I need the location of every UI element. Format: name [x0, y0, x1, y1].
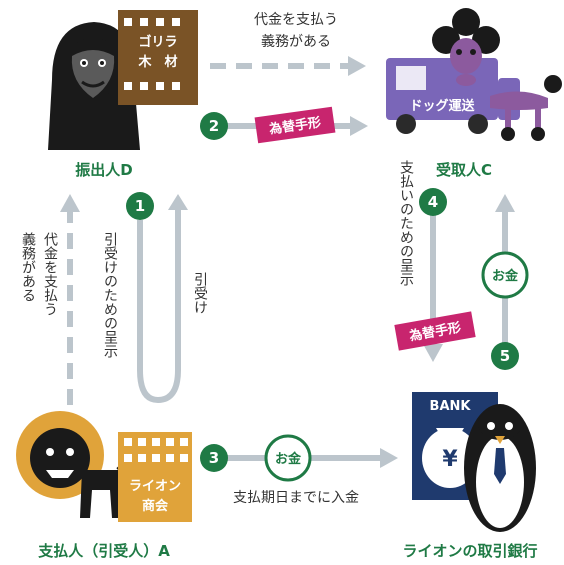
obligation-note-left-line1: 代金を支払う [42, 232, 58, 316]
payer-label: 支払人（引受人）A [37, 542, 170, 560]
step-badge-4: 4 [419, 188, 447, 216]
lion-company-building: ライオン 商会 [118, 432, 192, 522]
obligation-arrow-left [60, 194, 80, 405]
poodle-illustration [432, 8, 562, 141]
step-badge-2: 2 [200, 112, 228, 140]
step-badge-5: 5 [491, 342, 519, 370]
svg-text:1: 1 [135, 197, 145, 215]
svg-text:4: 4 [428, 193, 438, 211]
step-badge-1: 1 [126, 192, 154, 220]
bill-tag-top-text: 為替手形 [268, 114, 322, 137]
presentation-payment-note: 支払いのための呈示 [398, 160, 414, 286]
gorilla-building-line1: ゴリラ [138, 34, 177, 50]
svg-text:2: 2 [209, 117, 219, 135]
dog-transport-truck: ドッグ運送 [386, 58, 520, 134]
lumber-company-building: ゴリラ 木 材 [118, 10, 198, 105]
gorilla-illustration [48, 22, 140, 150]
step-badge-3: 3 [200, 444, 228, 472]
presentation-acceptance-arrow [137, 194, 188, 404]
svg-text:3: 3 [209, 449, 219, 467]
drawer-label: 振出人D [75, 161, 132, 179]
obligation-note-top-line2: 義務がある [261, 33, 331, 50]
acceptance-note: 引受け [192, 272, 208, 314]
lion-illustration [16, 411, 133, 518]
bank-label: ライオンの取引銀行 [402, 542, 537, 560]
obligation-note-left-line2: 義務がある [20, 231, 36, 302]
presentation-acceptance-note: 引受けのための呈示 [102, 232, 118, 358]
lion-building-line2: 商会 [142, 498, 169, 514]
bank-sign: BANK [430, 399, 472, 414]
money-coin-bottom: お金 [264, 434, 312, 482]
gorilla-building-line2: 木 材 [137, 54, 177, 70]
obligation-arrow-top [210, 56, 366, 76]
money-coin-bottom-text: お金 [275, 451, 302, 467]
bill-tag-right: 為替手形 [394, 311, 476, 351]
obligation-note-top-line1: 代金を支払う [254, 12, 338, 28]
payee-label: 受取人C [436, 161, 492, 179]
lion-building-line1: ライオン [129, 479, 181, 494]
dog-truck-label: ドッグ運送 [409, 98, 475, 114]
money-coin-right: お金 [481, 251, 529, 299]
svg-text:5: 5 [500, 347, 510, 365]
bill-tag-top: 為替手形 [254, 106, 336, 144]
deposit-note: 支払期日までに入金 [233, 490, 359, 506]
money-bag-yen-icon: ¥ [442, 447, 458, 472]
penguin-illustration [464, 404, 536, 532]
money-coin-right-text: お金 [492, 268, 519, 284]
